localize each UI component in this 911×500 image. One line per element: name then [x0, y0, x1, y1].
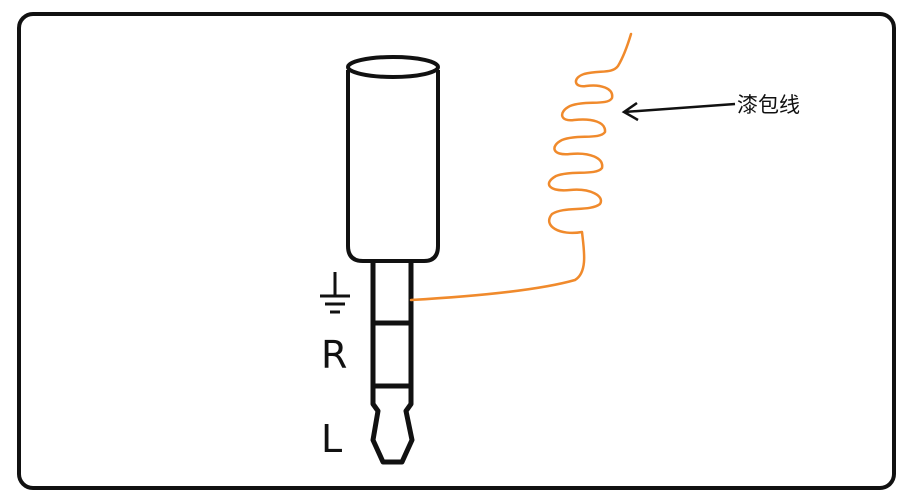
arrow-left-icon: [621, 101, 736, 122]
diagram-frame: [17, 12, 896, 490]
enameled-wire: [409, 32, 633, 302]
plug-body: [346, 55, 440, 263]
plug-shaft: [370, 261, 414, 390]
left-channel-label: L: [321, 417, 342, 461]
plug-tip: [370, 389, 415, 465]
enameled-wire-label: 漆包线: [737, 93, 800, 117]
right-channel-label: R: [321, 333, 347, 377]
ground-symbol-icon: [320, 272, 350, 314]
